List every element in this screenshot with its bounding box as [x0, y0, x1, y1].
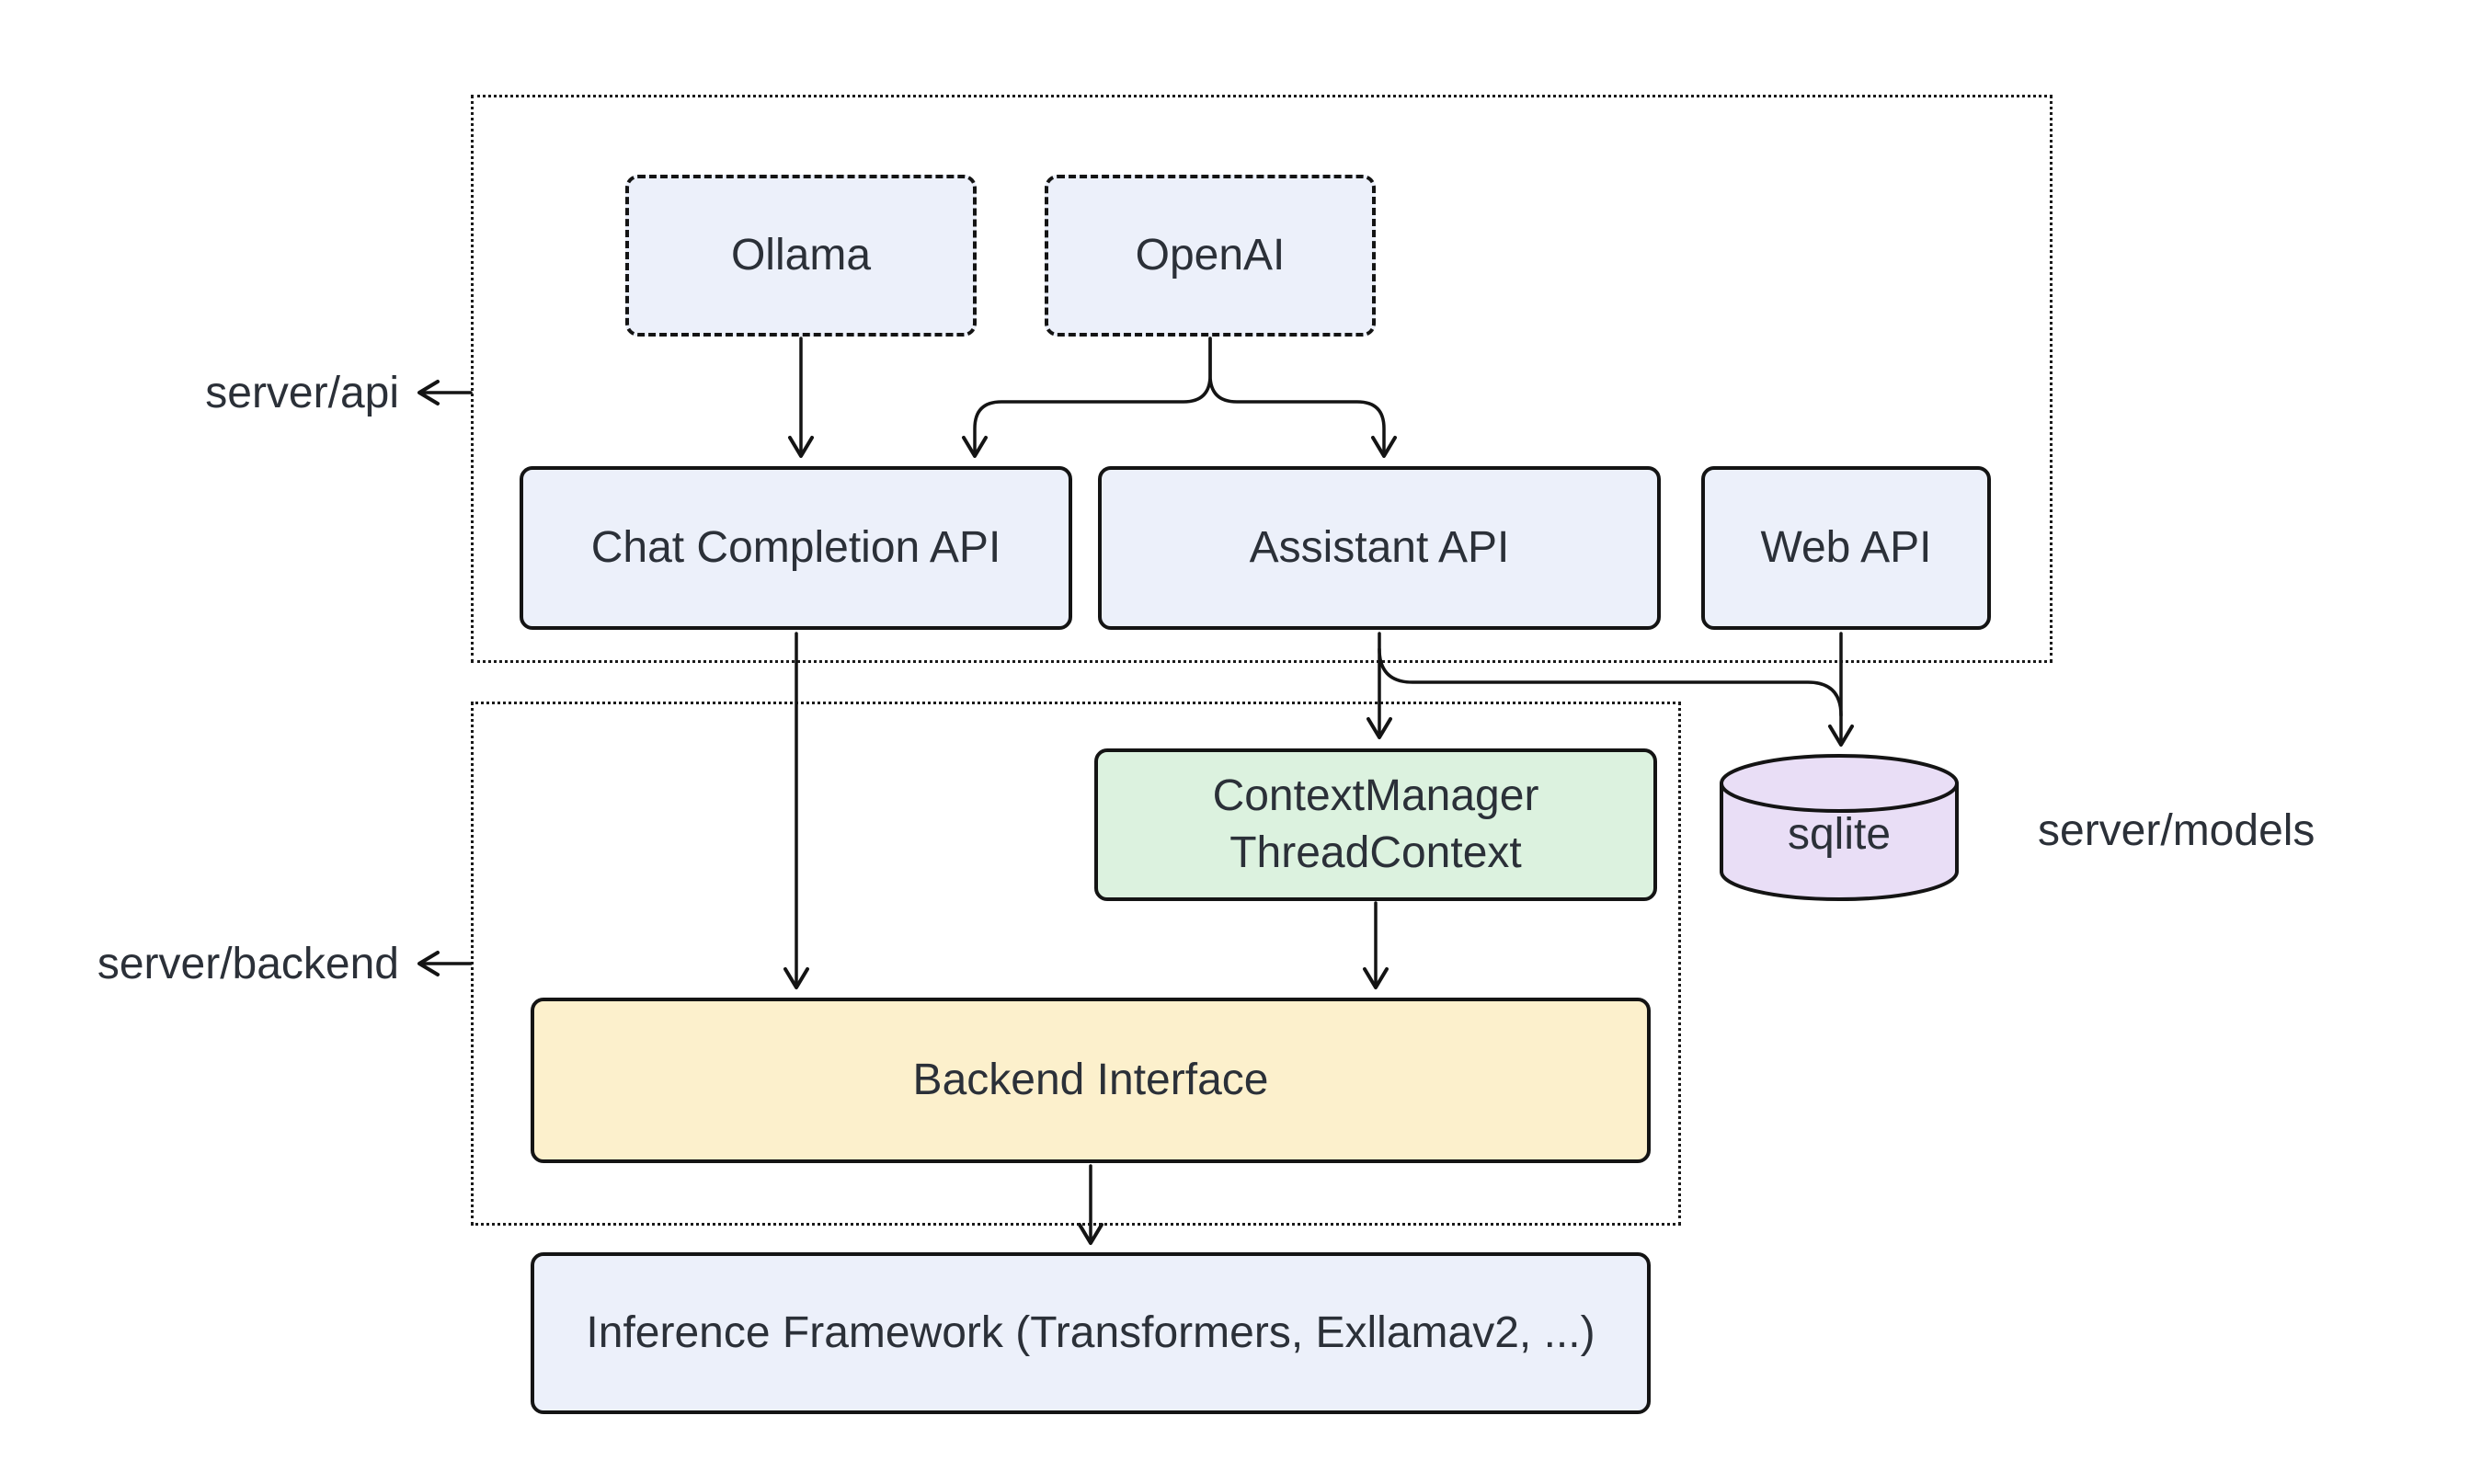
node-inference-framework: Inference Framework (Transformers, Exlla… [531, 1252, 1651, 1414]
node-context-manager-label-line1: ContextManager [1212, 771, 1539, 820]
node-ollama: Ollama [625, 175, 977, 337]
node-chat-completion-api-label: Chat Completion API [590, 522, 1001, 572]
sqlite-cylinder-icon [1720, 754, 1959, 901]
node-context-manager: ContextManager ThreadContext [1094, 748, 1657, 901]
node-sqlite-label: sqlite [1787, 809, 1892, 859]
node-ollama-label: Ollama [730, 230, 872, 280]
node-openai-label: OpenAI [1135, 230, 1286, 280]
edge-assistant-api-to-sqlite [1378, 647, 1843, 717]
node-inference-framework-label: Inference Framework (Transformers, Exlla… [586, 1307, 1595, 1357]
label-server-api: server/api [205, 368, 399, 417]
node-web-api-label: Web API [1760, 522, 1932, 572]
label-server-backend: server/backend [97, 939, 399, 988]
node-context-manager-label-line2: ThreadContext [1229, 828, 1522, 877]
node-web-api: Web API [1701, 466, 1991, 630]
label-server-models: server/models [2038, 805, 2316, 855]
node-chat-completion-api: Chat Completion API [520, 466, 1072, 630]
edge-openai-to-assistant-api [1208, 337, 1397, 458]
node-assistant-api-label: Assistant API [1249, 522, 1510, 572]
node-assistant-api: Assistant API [1098, 466, 1661, 630]
group-server-api [471, 95, 2053, 663]
node-openai: OpenAI [1045, 175, 1376, 337]
edge-openai-to-chat-completion [962, 337, 1212, 458]
node-backend-interface-label: Backend Interface [912, 1055, 1269, 1104]
node-backend-interface: Backend Interface [531, 998, 1651, 1163]
